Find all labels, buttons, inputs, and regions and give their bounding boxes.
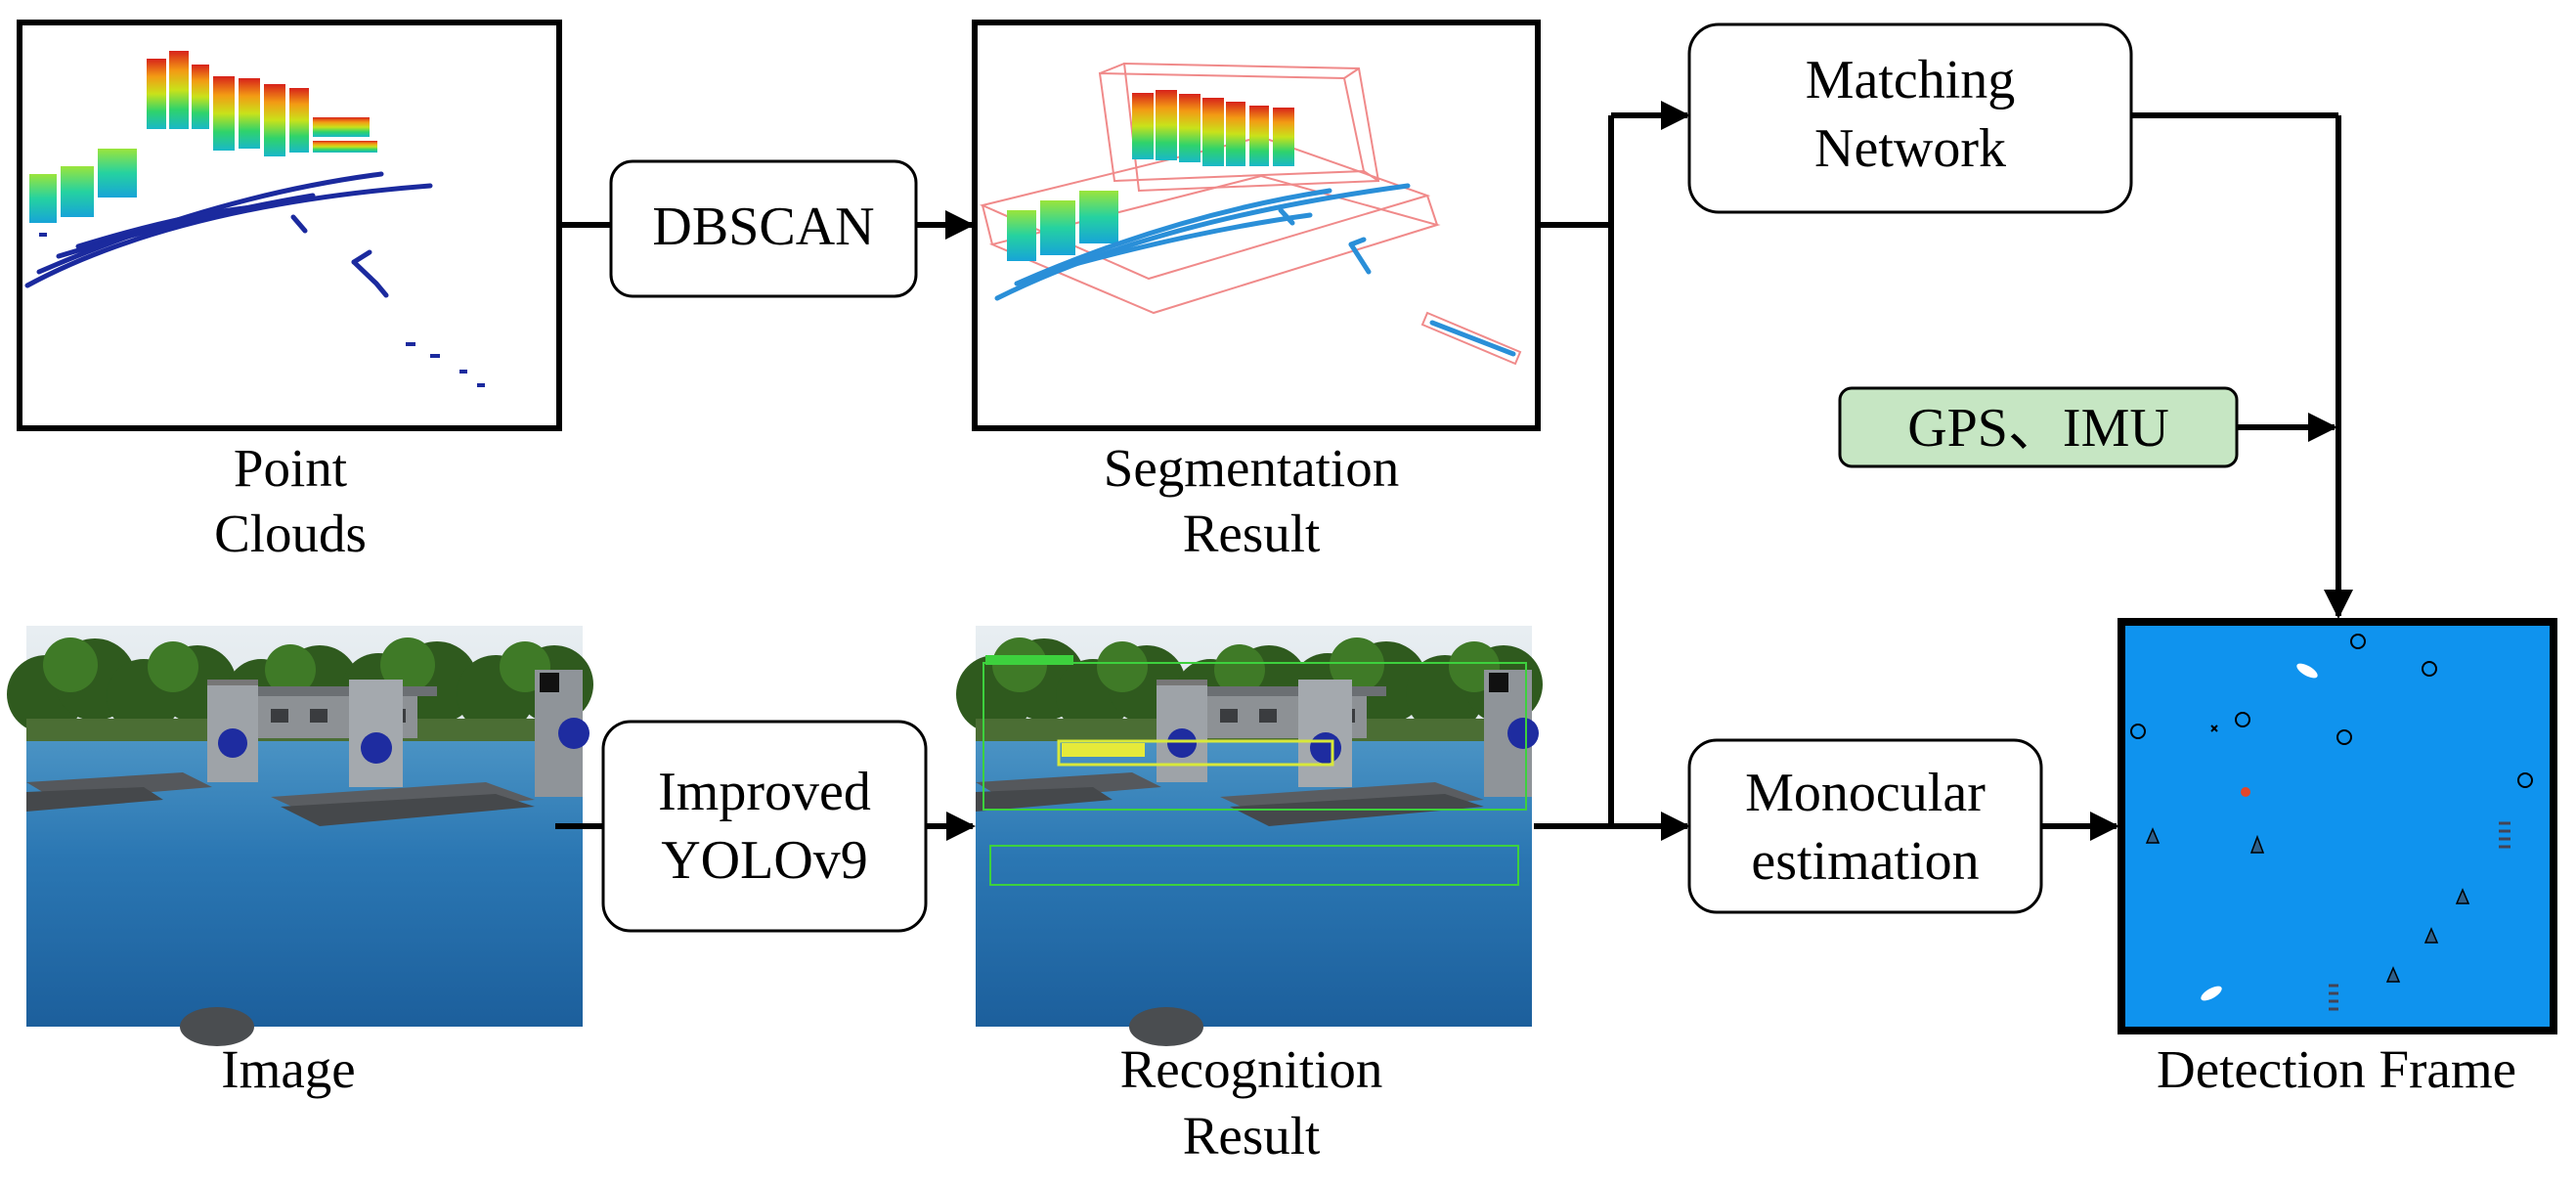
improved-label: Improved — [658, 762, 871, 822]
matching-network-box: Matching Network — [1687, 22, 2133, 214]
camera-image — [7, 626, 593, 1046]
dbscan-box: DBSCAN — [609, 159, 918, 298]
recognition-image — [956, 626, 1543, 1046]
detection-frame — [2118, 618, 2557, 1034]
connectors — [555, 101, 2353, 841]
yolov9-label: YOLOv9 — [661, 830, 868, 891]
estimation-label: estimation — [1751, 831, 1979, 892]
monocular-estimation-box: Monocular estimation — [1687, 738, 2043, 914]
dbscan-label: DBSCAN — [652, 197, 874, 257]
caption-result-2: Result — [1183, 1106, 1321, 1165]
gps-imu-label: GPS、IMU — [1907, 398, 2169, 459]
matching-label: Matching — [1806, 50, 2016, 110]
caption-image: Image — [221, 1039, 355, 1099]
caption-result-1: Result — [1183, 504, 1321, 563]
caption-clouds: Clouds — [214, 504, 367, 563]
caption-segmentation: Segmentation — [1104, 438, 1399, 498]
caption-recognition: Recognition — [1120, 1039, 1383, 1099]
monocular-label: Monocular — [1745, 763, 1986, 823]
network-label: Network — [1814, 118, 2006, 179]
caption-point: Point — [234, 438, 347, 498]
segmentation-panel — [972, 20, 1541, 431]
caption-detection-frame: Detection Frame — [2157, 1039, 2516, 1099]
point-clouds-panel — [17, 20, 562, 431]
improved-yolo-box: Improved YOLOv9 — [601, 720, 928, 933]
gps-imu-box: GPS、IMU — [1838, 386, 2239, 468]
